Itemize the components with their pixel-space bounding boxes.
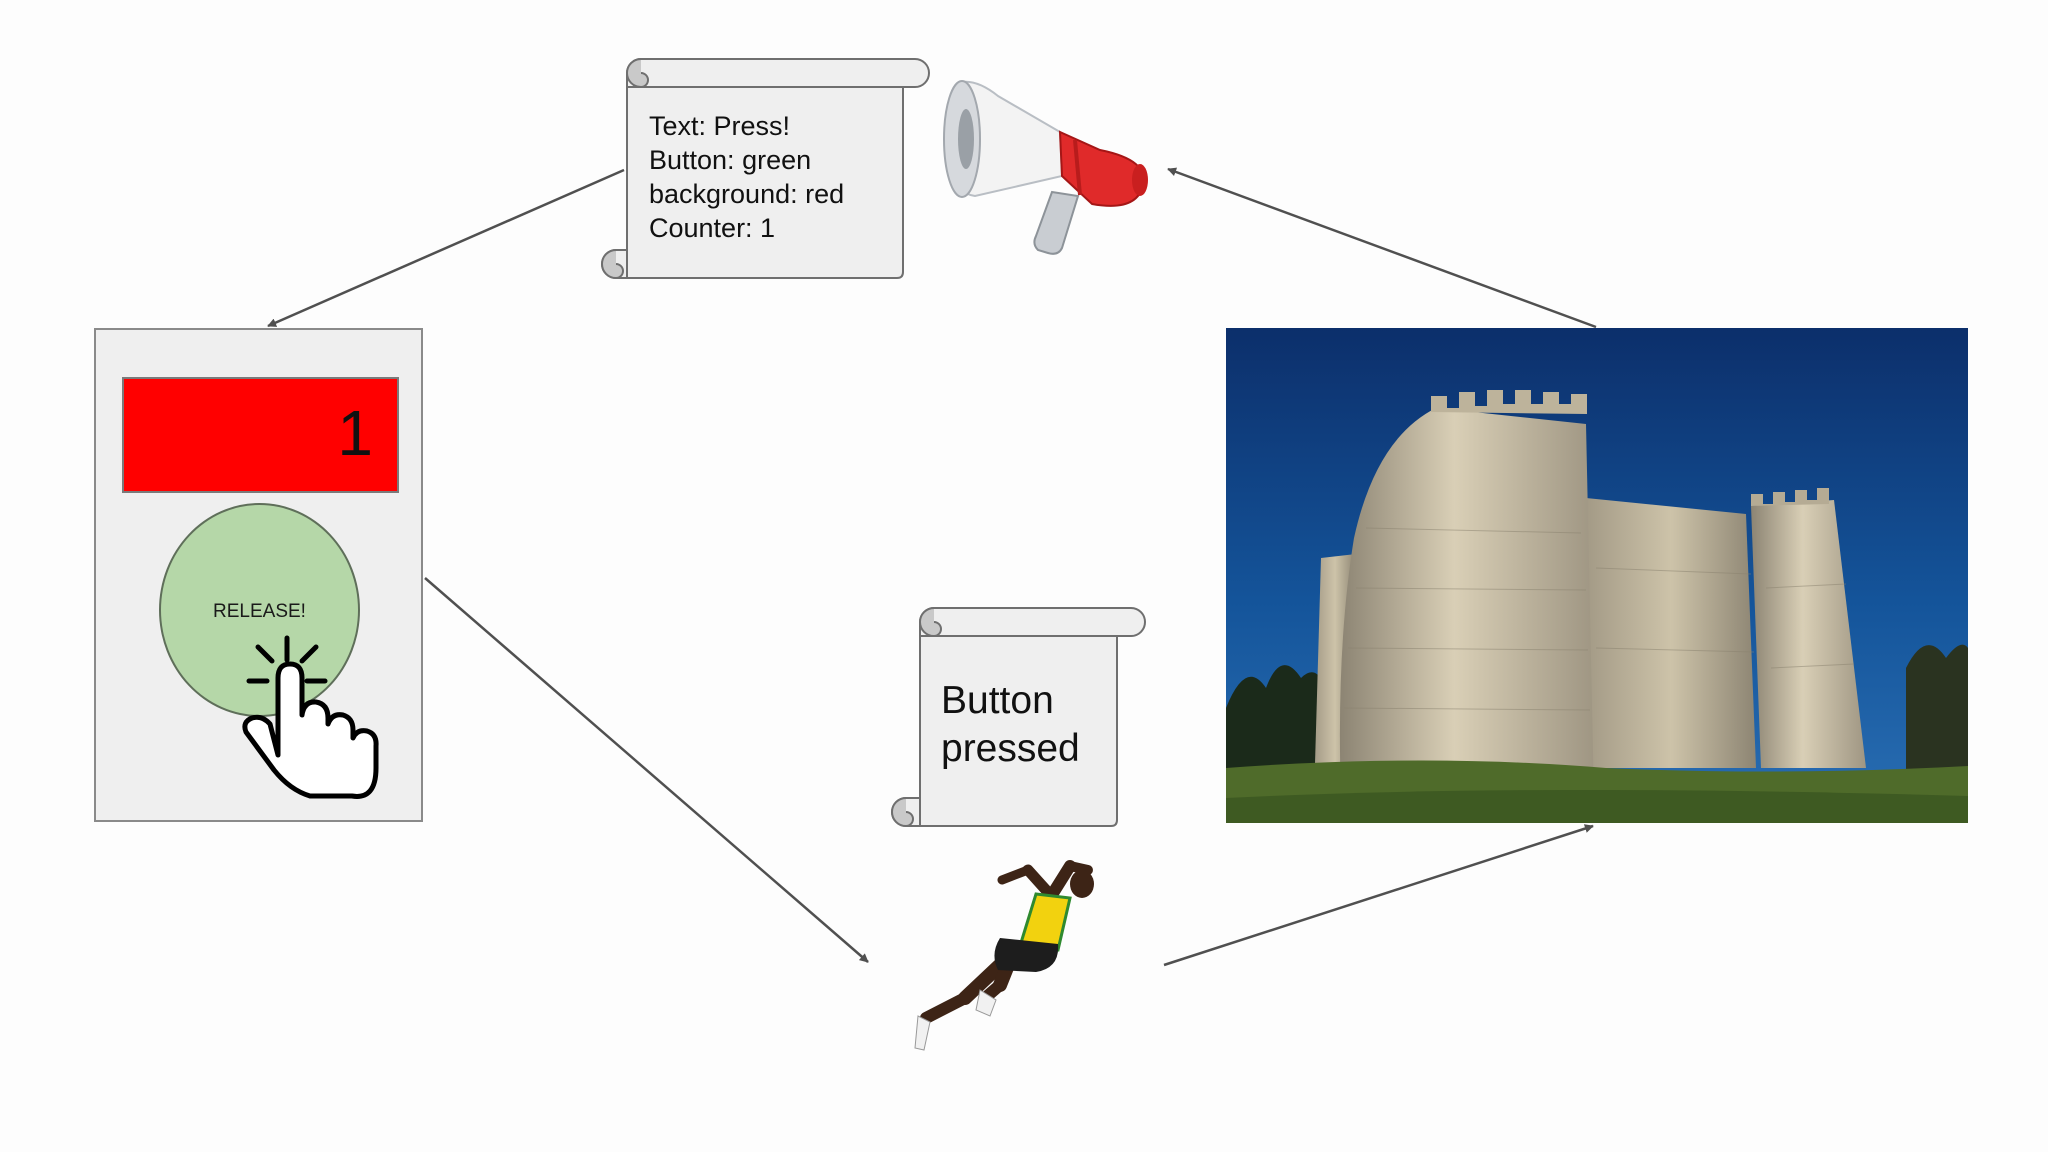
event-line-2: pressed xyxy=(941,727,1080,770)
state-note-text: Text: Press! Button: green background: r… xyxy=(649,109,844,245)
arrow-phone-to-runner xyxy=(424,577,869,963)
state-line-background: background: red xyxy=(649,179,845,209)
state-line-button: Button: green xyxy=(649,145,812,175)
castle-photo xyxy=(1226,328,1968,823)
arrow-castle-to-megaphone xyxy=(1167,167,1597,329)
counter-value: 1 xyxy=(337,397,373,469)
background-bar: 1 xyxy=(122,377,399,493)
state-line-text: Text: Press! xyxy=(649,111,791,141)
event-line-1: Button xyxy=(941,679,1054,722)
castle-photo-art xyxy=(1226,328,1968,823)
arrow-note-to-phone xyxy=(267,168,625,328)
release-button-label: RELEASE! xyxy=(213,601,306,622)
event-note-text: Button pressed xyxy=(941,677,1080,773)
state-line-counter: Counter: 1 xyxy=(649,213,776,243)
arrow-runner-to-castle xyxy=(1163,824,1594,967)
